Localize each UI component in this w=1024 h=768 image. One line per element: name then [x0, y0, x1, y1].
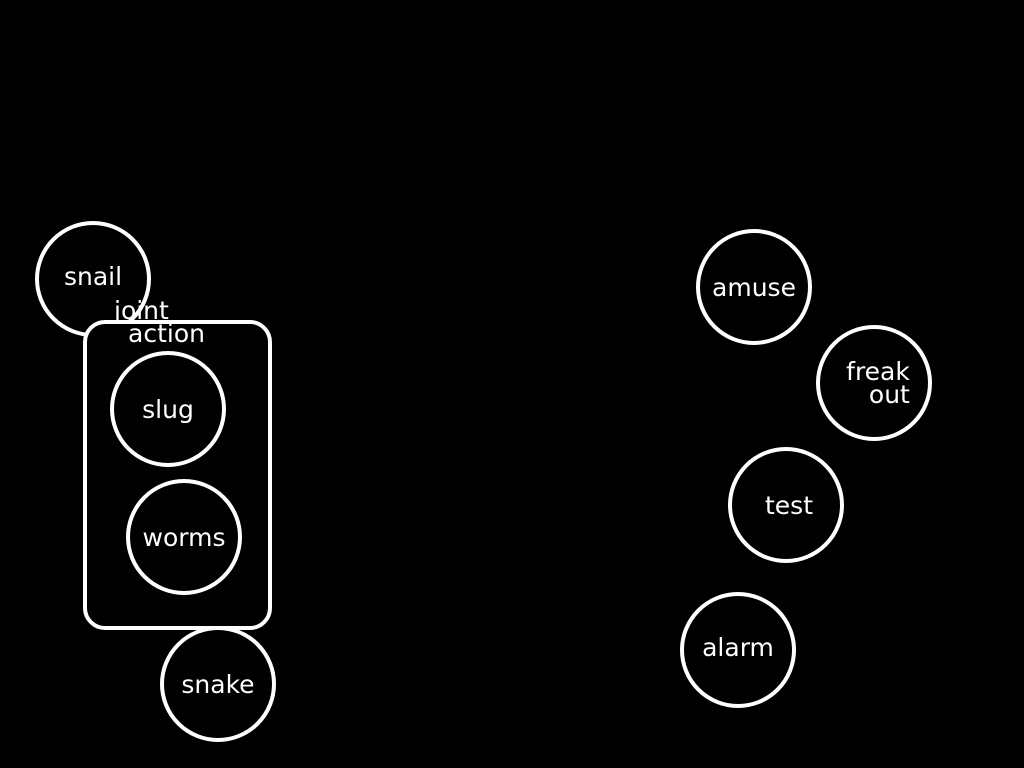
node-snake-label: snake [181, 669, 255, 699]
group-joint-action-label: joint action [114, 296, 205, 348]
node-test[interactable]: test [728, 447, 844, 563]
node-worms[interactable]: worms [126, 479, 242, 595]
node-amuse[interactable]: amuse [696, 229, 812, 345]
node-alarm-label: alarm [702, 632, 774, 662]
node-snail[interactable]: snail [35, 221, 151, 337]
node-amuse-label: amuse [712, 272, 796, 302]
group-label-line-2: action [128, 319, 205, 348]
node-freak-out[interactable]: freak out [816, 325, 932, 441]
group-label-line-1: joint [114, 296, 169, 325]
node-worms-label: worms [142, 522, 226, 552]
node-snail-label: snail [63, 261, 123, 291]
node-freak-out-line-1: freak [846, 357, 910, 386]
node-alarm[interactable]: alarm [680, 592, 796, 708]
node-test-label: test [764, 490, 813, 520]
node-freak-out-line-2: out [868, 380, 910, 409]
node-freak-out-label: freak out [846, 357, 910, 409]
node-snake[interactable]: snake [160, 626, 276, 742]
node-slug[interactable]: slug [110, 351, 226, 467]
node-slug-label: slug [142, 394, 194, 424]
